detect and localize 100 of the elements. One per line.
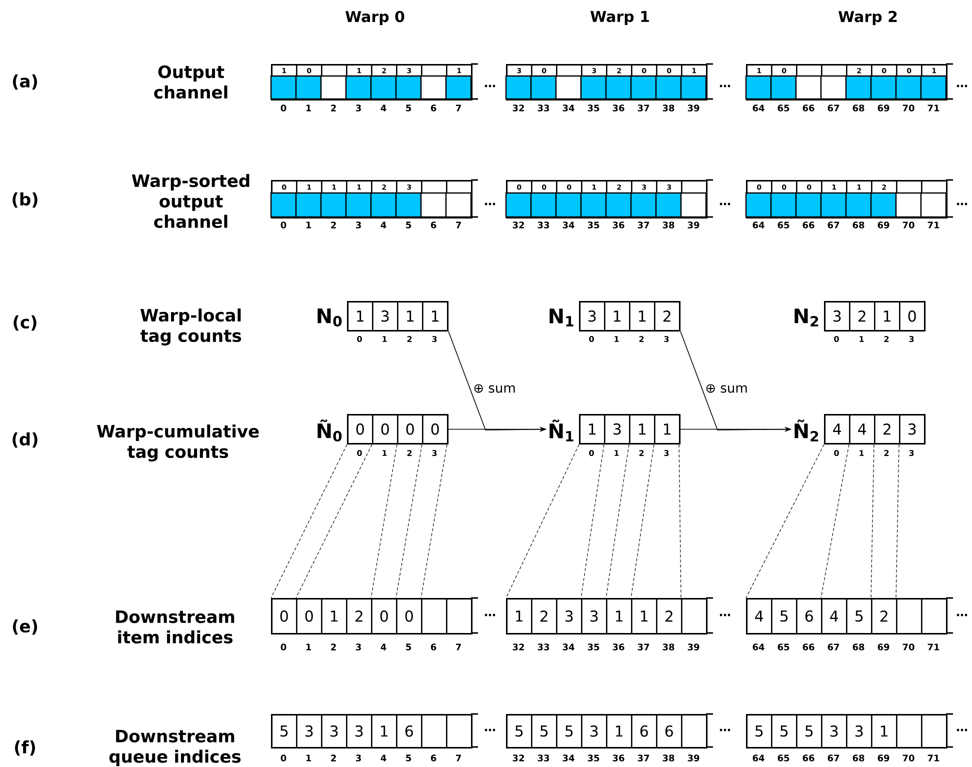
row-label: (e): [12, 619, 38, 635]
ellipsis: …: [720, 84, 730, 88]
array-cell: 2: [849, 301, 876, 332]
memory-array: [746, 713, 953, 748]
memory-array: [506, 179, 713, 218]
dashed-line: [396, 444, 422, 598]
index-number: 0: [589, 450, 594, 456]
array-cell: 3: [821, 714, 848, 748]
dashed-line: [580, 444, 604, 598]
edge-label: ⊕ sum: [472, 383, 517, 394]
dashed-line: [370, 444, 398, 598]
index-number: 65: [778, 222, 790, 228]
array-cell: 3: [579, 301, 606, 332]
array-cell: 0: [347, 414, 374, 444]
memory-array: [824, 301, 926, 332]
index-number: 69: [878, 104, 890, 112]
index-number: 70: [902, 644, 914, 650]
index-number: 37: [638, 222, 650, 228]
memory-array: [271, 597, 478, 634]
array-name: Ñ$_{0}$: [318, 420, 342, 442]
index-number: 35: [588, 222, 600, 228]
index-number: 36: [612, 644, 624, 650]
index-number: 66: [802, 644, 814, 650]
index-number: 3: [432, 450, 437, 456]
index-number: 1: [860, 450, 864, 456]
row-heading: Warp-local tag counts: [140, 308, 242, 346]
index-number: 67: [828, 644, 840, 650]
index-number: 7: [456, 754, 461, 762]
array-name: Ñ$_{2}$: [794, 420, 818, 442]
index-number: 67: [828, 104, 840, 112]
index-number: 71: [928, 222, 940, 228]
index-number: 64: [752, 754, 764, 762]
array-cell: 0: [899, 301, 926, 332]
ellipsis: …: [484, 614, 496, 616]
memory-array: [579, 301, 680, 332]
array-cell: 5: [271, 714, 298, 748]
index-number: 64: [752, 644, 764, 650]
array-cell: 3: [846, 714, 872, 748]
index-number: 0: [589, 336, 594, 342]
index-number: 4: [380, 222, 386, 228]
memory-array: [271, 179, 478, 218]
ellipsis: …: [956, 202, 968, 206]
row-heading: Warp-cumulative tag counts: [96, 424, 259, 462]
index-number: 6: [430, 222, 436, 228]
array-cell: 2: [654, 301, 680, 332]
index-number: 64: [752, 104, 764, 112]
index-number: 2: [884, 336, 889, 342]
array-cell: 3: [296, 714, 322, 748]
array-cell: 1: [654, 414, 680, 444]
index-number: 2: [884, 450, 889, 456]
index-number: 0: [834, 450, 839, 456]
array-cell: 6: [656, 714, 682, 748]
array-cell: 4: [849, 414, 876, 444]
row-heading: Output channel: [154, 65, 228, 99]
index-number: 39: [688, 222, 700, 228]
index-number: 7: [456, 104, 461, 112]
row-label: (f): [15, 740, 35, 756]
row-label: (a): [12, 74, 38, 90]
index-number: 1: [306, 754, 312, 762]
array-cell: 0: [296, 598, 322, 634]
index-number: 37: [638, 104, 650, 112]
array-cell: 1: [629, 301, 656, 332]
array-cell: 3: [556, 598, 582, 634]
memory-array: [506, 713, 713, 748]
index-number: 38: [662, 754, 674, 762]
index-number: 2: [331, 644, 336, 650]
index-number: 3: [356, 222, 361, 228]
index-number: 37: [638, 644, 650, 650]
array-cell: 5: [556, 714, 582, 748]
array-cell: 4: [824, 414, 850, 444]
index-number: 2: [407, 336, 412, 342]
array-cell: 3: [824, 301, 850, 332]
dashed-line: [870, 444, 874, 598]
array-cell: 3: [346, 714, 372, 748]
index-number: 34: [562, 754, 574, 762]
index-number: 39: [688, 754, 700, 762]
array-cell: 3: [899, 414, 926, 444]
array-cell: 5: [531, 714, 558, 748]
index-number: 1: [860, 336, 864, 342]
array-cell: 0: [371, 598, 398, 634]
index-number: 68: [852, 222, 864, 228]
index-number: 32: [512, 644, 524, 650]
index-number: 1: [382, 336, 387, 342]
index-number: 2: [331, 222, 336, 228]
dashed-line: [630, 444, 654, 598]
array-name: Ñ$_{1}$: [550, 420, 574, 442]
index-number: 68: [852, 754, 864, 762]
index-number: 33: [538, 644, 550, 650]
index-number: 70: [902, 222, 914, 228]
index-number: 2: [639, 450, 644, 456]
index-number: 5: [406, 644, 411, 650]
index-number: 0: [280, 222, 286, 228]
array-cell: 5: [846, 598, 872, 634]
array-cell: 5: [746, 714, 772, 748]
index-number: 0: [357, 450, 362, 456]
index-number: 69: [878, 754, 890, 762]
array-cell: 1: [604, 301, 630, 332]
memory-array: [746, 179, 953, 218]
index-number: 67: [828, 222, 840, 228]
index-number: 38: [662, 104, 674, 112]
